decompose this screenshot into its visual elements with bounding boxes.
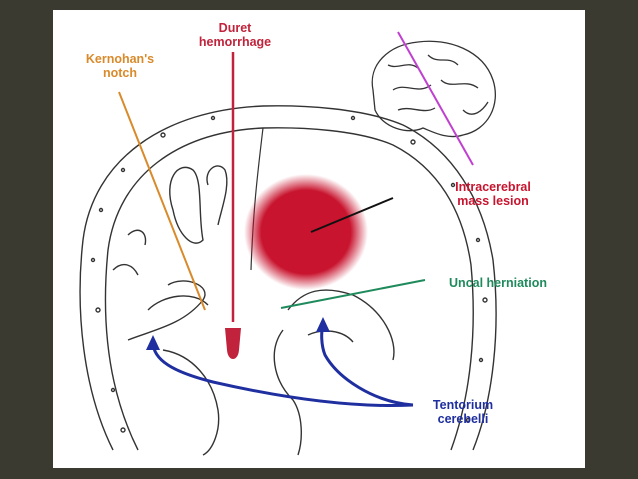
kernohan-label: Kernohan's notch xyxy=(70,52,170,80)
tentorium-label: Tentorium cerebelli xyxy=(408,398,518,426)
kernohan-label-line1: Kernohan's xyxy=(85,52,155,66)
duret-label-line2: hemorrhage xyxy=(198,35,272,49)
kernohan-label-line2: notch xyxy=(102,66,138,80)
brain-side-view-icon xyxy=(371,40,496,138)
tentorium-arrows xyxy=(151,323,414,408)
mass-label-line2: mass lesion xyxy=(457,194,529,208)
duret-hemorrhage-mark xyxy=(225,328,241,359)
mass-lesion xyxy=(244,174,368,290)
duret-label: Duret hemorrhage xyxy=(190,21,280,49)
duret-label-line1: Duret xyxy=(218,21,252,35)
tentorium-label-line2: cerebelli xyxy=(437,412,489,426)
mass-label-line1: Intracerebral xyxy=(455,180,531,194)
brain-plane-line xyxy=(397,31,474,166)
kernohan-pointer xyxy=(118,91,206,311)
tentorium-arrowhead-left xyxy=(146,335,160,350)
uncal-pointer xyxy=(280,279,426,309)
brain-herniation-diagram xyxy=(79,31,497,456)
mass-label: Intracerebral mass lesion xyxy=(423,180,563,208)
mass-pointer xyxy=(310,197,394,233)
uncal-label: Uncal herniation xyxy=(449,276,547,290)
tentorium-arrowhead-right xyxy=(316,317,330,332)
slide: Kernohan's notch Duret hemorrhage Intrac… xyxy=(53,10,585,468)
tentorium-label-line1: Tentorium xyxy=(432,398,494,412)
